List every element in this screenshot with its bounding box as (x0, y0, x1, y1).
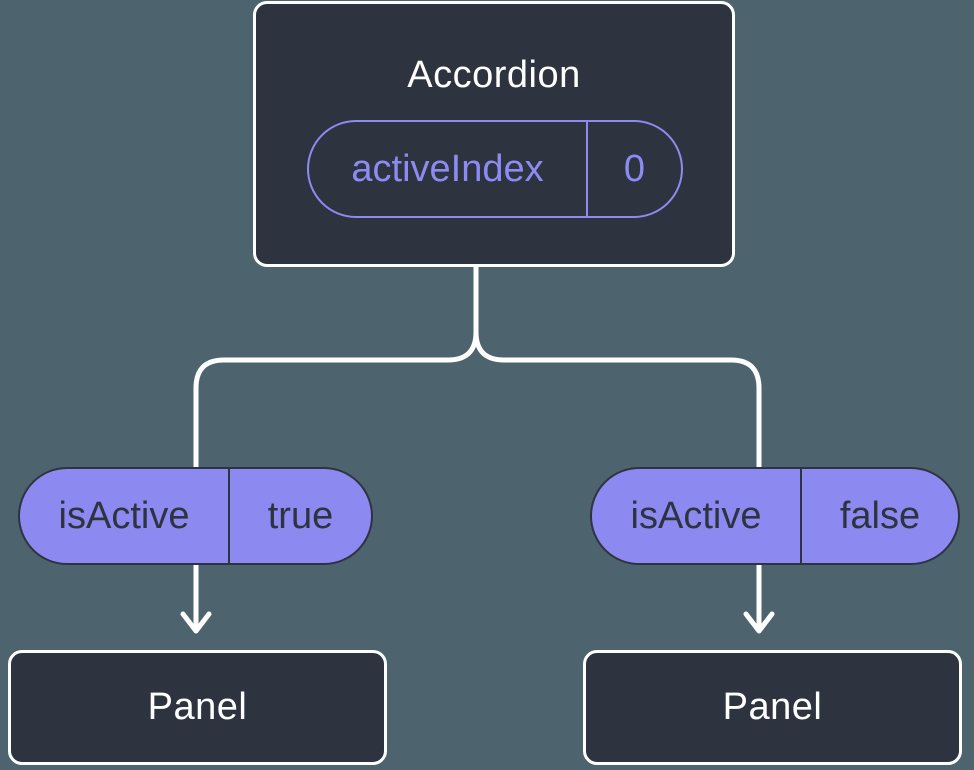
accordion-node-title: Accordion (407, 54, 581, 96)
panel-node-left: Panel (8, 650, 387, 765)
state-name: activeIndex (309, 122, 588, 216)
prop-value: false (839, 494, 921, 537)
prop-name: isActive (592, 469, 802, 563)
panel-node-right: Panel (583, 650, 962, 765)
prop-pill-right: isActive false (590, 467, 960, 565)
panel-node-title: Panel (147, 686, 248, 728)
prop-value: true (267, 494, 334, 537)
panel-node-title: Panel (722, 686, 823, 728)
accordion-state-pill: activeIndex 0 (307, 120, 683, 218)
arrow-down-left-icon (180, 611, 212, 634)
prop-pill-left: isActive true (18, 467, 373, 565)
connector-right-line (473, 263, 762, 632)
connector-left-line (193, 263, 479, 632)
state-value: 0 (623, 147, 646, 190)
prop-name: isActive (20, 469, 230, 563)
arrow-down-right-icon (743, 611, 775, 634)
